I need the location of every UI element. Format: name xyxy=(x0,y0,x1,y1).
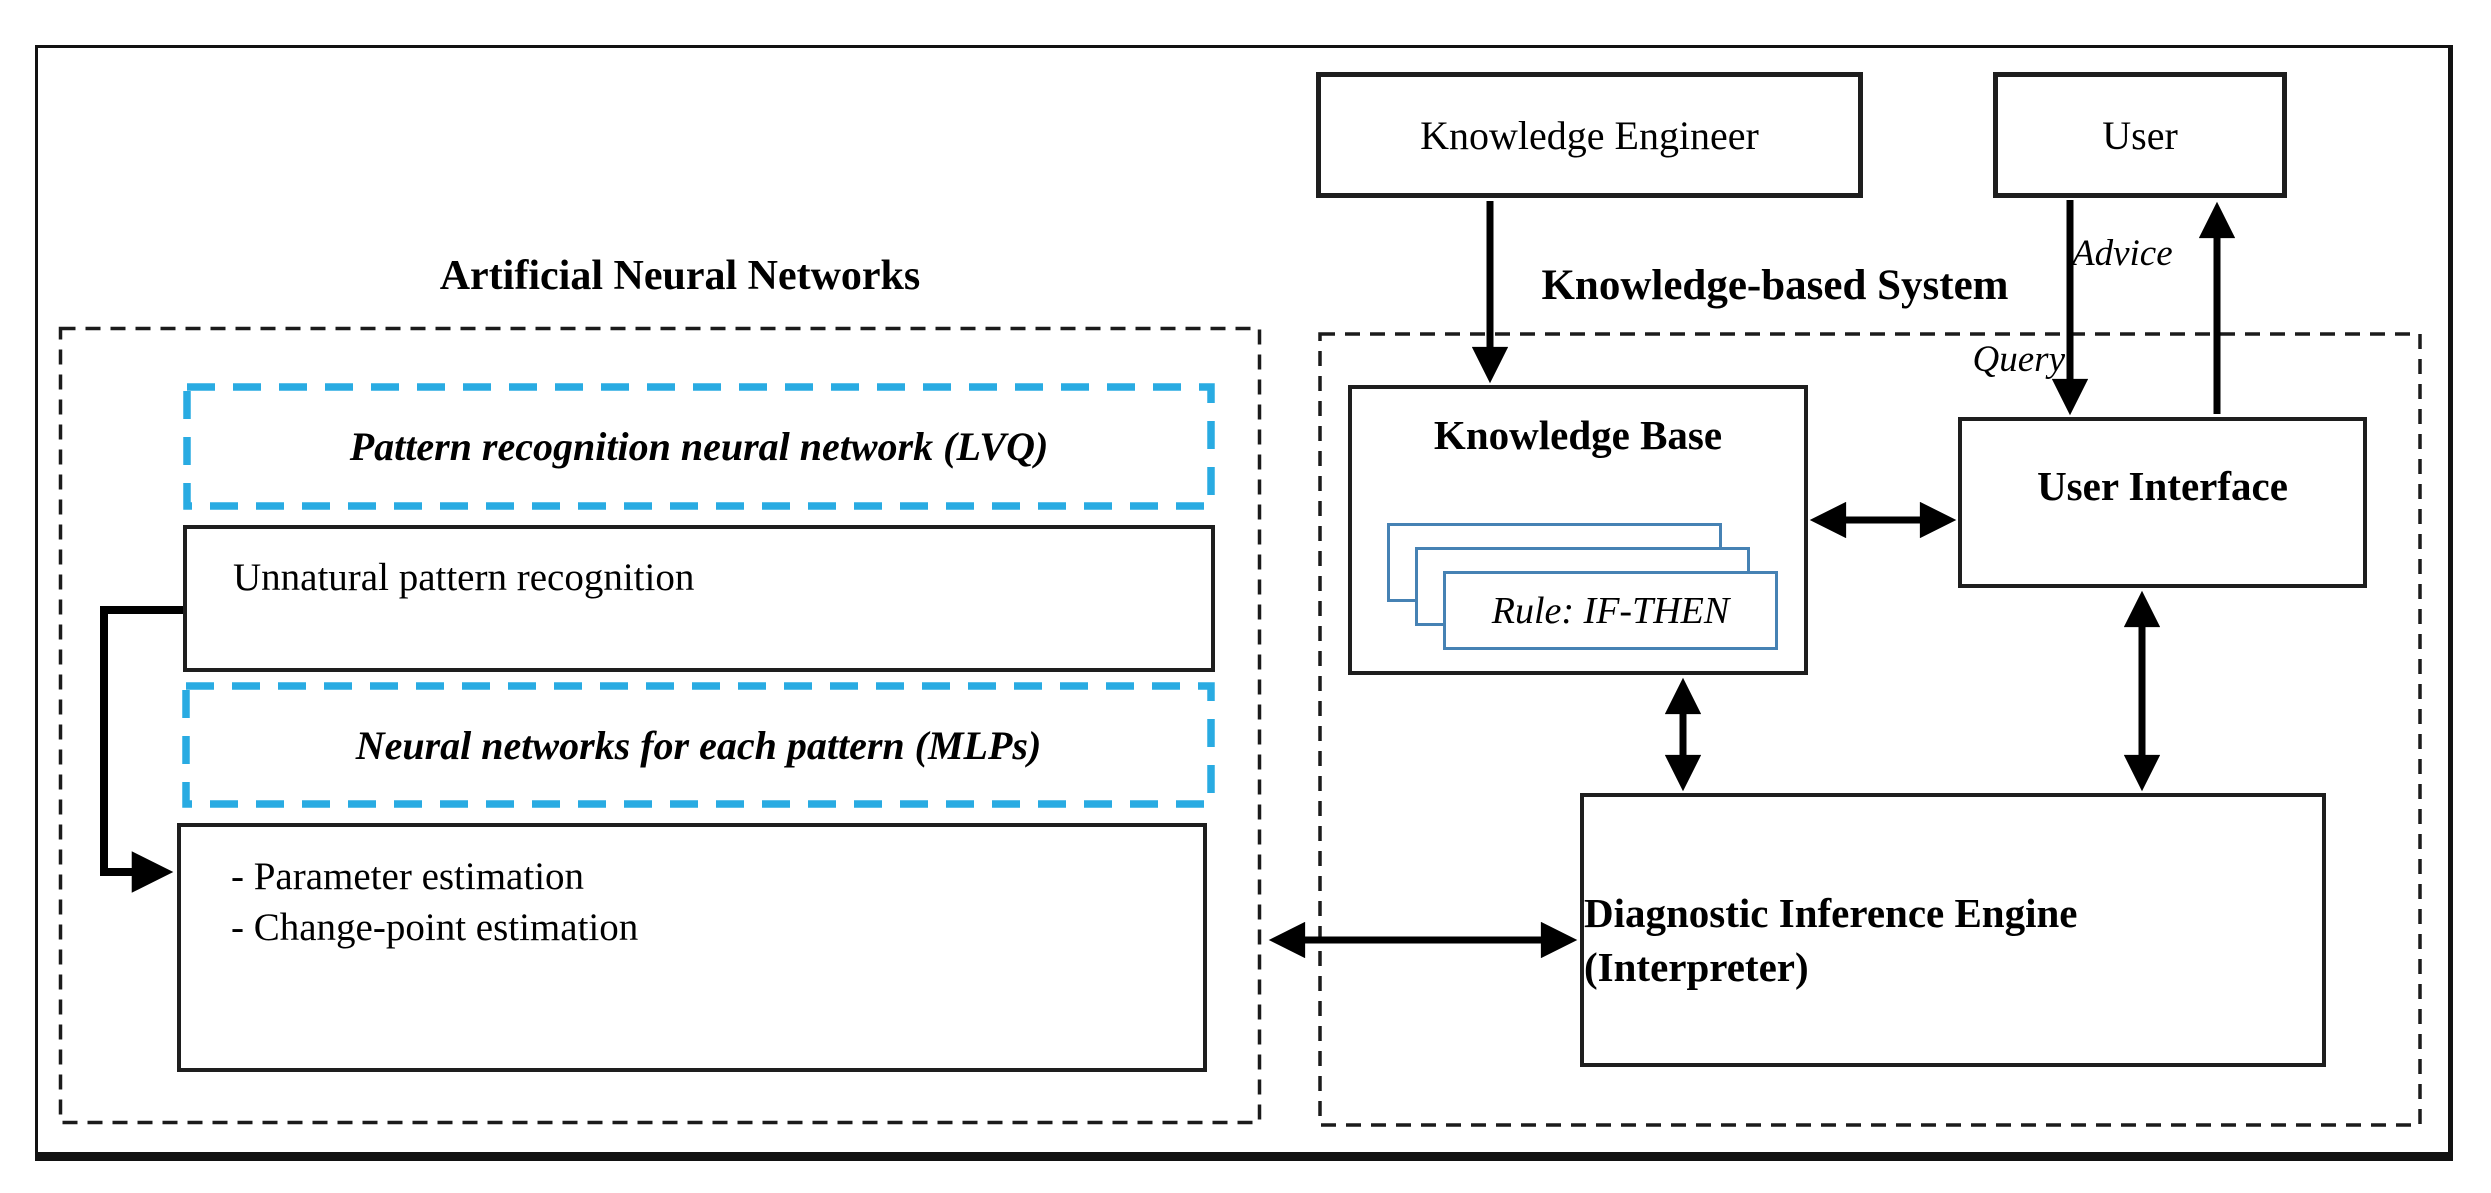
diagnostic-inference-engine-box: Diagnostic Inference Engine (Interpreter… xyxy=(1580,793,2326,1067)
user-interface-label: User Interface xyxy=(2037,462,2288,509)
advice-label: Advice xyxy=(2072,233,2173,274)
arrow-unnatural-to-estimation-loop xyxy=(100,606,183,893)
rule-card-front: Rule: IF-THEN xyxy=(1443,571,1778,650)
estimation-line-1: - Parameter estimation xyxy=(231,855,585,898)
rule-card-label: Rule: IF-THEN xyxy=(1491,589,1730,632)
lvq-box-label: Pattern recognition neural network (LVQ) xyxy=(349,424,1049,469)
knowledge-engineer-label: Knowledge Engineer xyxy=(1420,112,1759,158)
lvq-box-border xyxy=(183,383,1215,510)
mlp-box-border xyxy=(182,682,1215,808)
kbs-panel-border xyxy=(1318,332,2422,1127)
user-box: User xyxy=(1993,72,2287,198)
estimation-box: - Parameter estimation - Change-point es… xyxy=(177,823,1207,1072)
query-label: Query xyxy=(1972,339,2065,380)
kbs-panel-title: Knowledge-based System xyxy=(1541,262,2009,309)
knowledge-engineer-box: Knowledge Engineer xyxy=(1316,72,1863,198)
user-interface-box: User Interface xyxy=(1958,417,2367,588)
mlp-box-label: Neural networks for each pattern (MLPs) xyxy=(355,722,1042,768)
outer-frame xyxy=(35,45,2453,1161)
estimation-line-2: - Change-point estimation xyxy=(231,906,639,950)
user-label: User xyxy=(2102,112,2178,158)
inference-engine-line-1: Diagnostic Inference Engine xyxy=(1584,889,2078,936)
inference-engine-line-2: (Interpreter) xyxy=(1584,944,1809,990)
ann-panel-border xyxy=(58,326,1262,1125)
ann-panel-title: Artificial Neural Networks xyxy=(439,253,921,299)
unnatural-pattern-recognition-box: Unnatural pattern recognition xyxy=(183,525,1215,672)
knowledge-base-label: Knowledge Base xyxy=(1433,412,1723,458)
unnatural-box-label: Unnatural pattern recognition xyxy=(233,556,695,599)
